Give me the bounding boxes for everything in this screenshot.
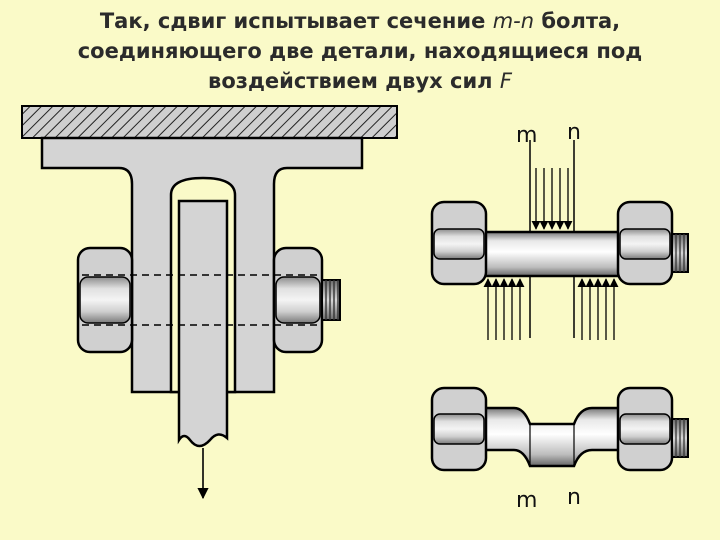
section-name: m-n [492,9,535,33]
left-thread-lines [325,280,339,320]
downward-load-arrows [531,168,573,230]
hanging-plate [177,199,229,448]
fixed-support-hatching [21,105,398,139]
title-line3-start: воздействием двух сил [208,69,500,93]
left-bolt-head-face [79,276,131,324]
label-n-bottom: n [567,485,581,510]
bolt-shank [480,230,624,278]
deformed-bolt: m n [430,386,689,513]
bolt-head-face-right-view [433,228,485,260]
thread-lines-right-view [675,234,685,272]
deformed-nut-face [619,413,671,445]
title-line2: соединяющего две детали, находящиеся под [77,39,643,63]
label-m-top: m [516,123,537,148]
title-line1-end: болта, [534,9,621,33]
deformed-bolt-shank [480,406,624,468]
deformed-bolt-head-face [433,413,485,445]
force-symbol: F [499,69,512,93]
left-joint-assembly [21,105,398,500]
label-m-bottom: m [516,488,537,513]
left-nut-face [275,276,321,324]
slide-title: Так, сдвиг испытывает сечение m-n болта,… [0,6,720,96]
upward-load-arrows-right [577,278,619,340]
deformed-thread-lines [675,419,685,457]
upward-load-arrows-left [483,278,525,340]
label-n-top: n [567,120,581,145]
title-line1-start: Так, сдвиг испытывает сечение [99,9,493,33]
nut-face-right-view [619,228,671,260]
bolt-under-shear: m n [430,120,689,340]
